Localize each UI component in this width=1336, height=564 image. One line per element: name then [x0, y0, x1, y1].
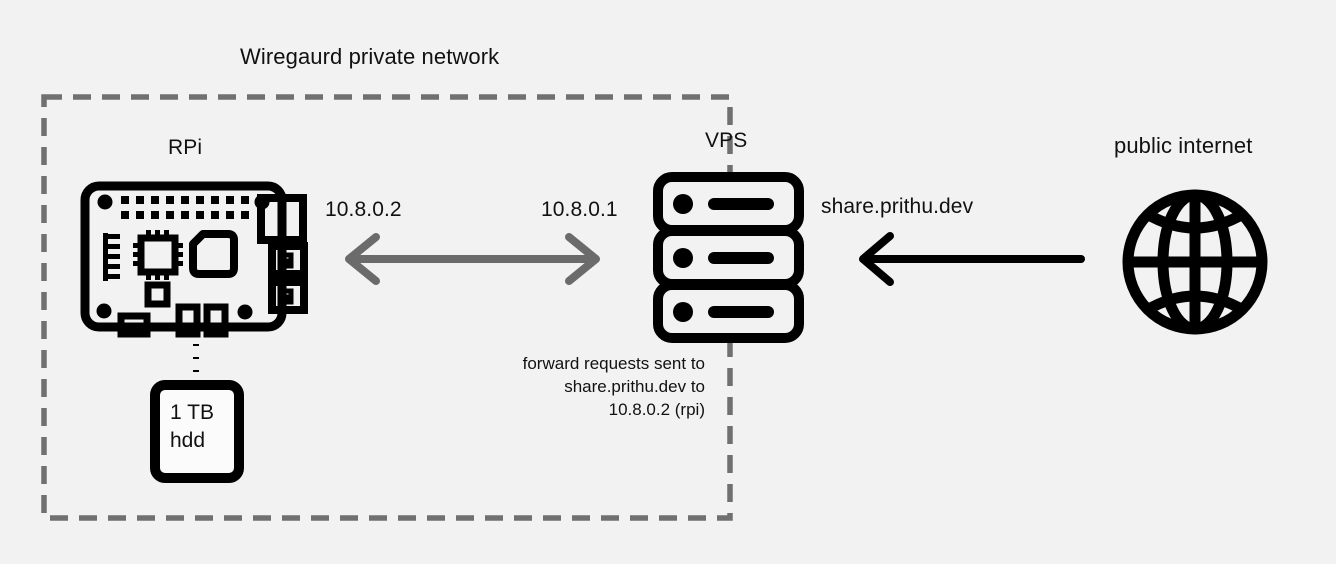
tunnel-ip-right-label: 10.8.0.1 [541, 198, 618, 221]
vps-node-label: VPS [705, 129, 748, 152]
ethernet-port-icon [257, 194, 307, 244]
tunnel-ip-left-label: 10.8.0.2 [325, 198, 402, 221]
rpi-node-label: RPi [168, 136, 203, 159]
gpio-header-icon [121, 196, 249, 219]
rpi-vps-tunnel-arrow [345, 233, 600, 285]
storage-box-icon [150, 380, 244, 483]
page-title: Wiregaurd private network [240, 44, 500, 69]
storage-type-line: hdd [170, 429, 206, 452]
forward-note-line-3: 10.8.0.2 (rpi) [608, 400, 705, 419]
public-domain-label: share.prithu.dev [821, 195, 974, 218]
forward-note-line-2: share.prithu.dev to [564, 377, 705, 396]
usb-port-icon-2 [268, 278, 308, 314]
internet-vps-arrow [859, 232, 1085, 286]
sd-card-icon [189, 230, 238, 278]
forward-note: forward requests sent to share.prithu.de… [430, 352, 705, 421]
soc-chip-icon [133, 230, 183, 280]
pin-strip-icon [103, 233, 120, 281]
public-internet-node-label: public internet [1114, 133, 1253, 158]
raspberry-pi-board-icon [80, 181, 308, 338]
power-port-icon [117, 312, 151, 338]
server-unit-2 [653, 226, 804, 289]
wireguard-boundary-rect [41, 94, 733, 521]
server-unit-3 [653, 280, 804, 343]
hdmi-port-icon-2 [203, 303, 229, 338]
usb-port-icon-1 [268, 242, 308, 278]
forward-note-line-1: forward requests sent to [522, 354, 705, 373]
storage-capacity-line: 1 TB [170, 401, 214, 424]
hdmi-port-icon-1 [175, 303, 201, 338]
server-stack-icon [653, 172, 804, 343]
storage-box-label: 1 TB hdd [170, 399, 240, 455]
component-square-icon [144, 281, 171, 308]
globe-icon [1122, 189, 1268, 335]
server-unit-1 [653, 172, 804, 235]
